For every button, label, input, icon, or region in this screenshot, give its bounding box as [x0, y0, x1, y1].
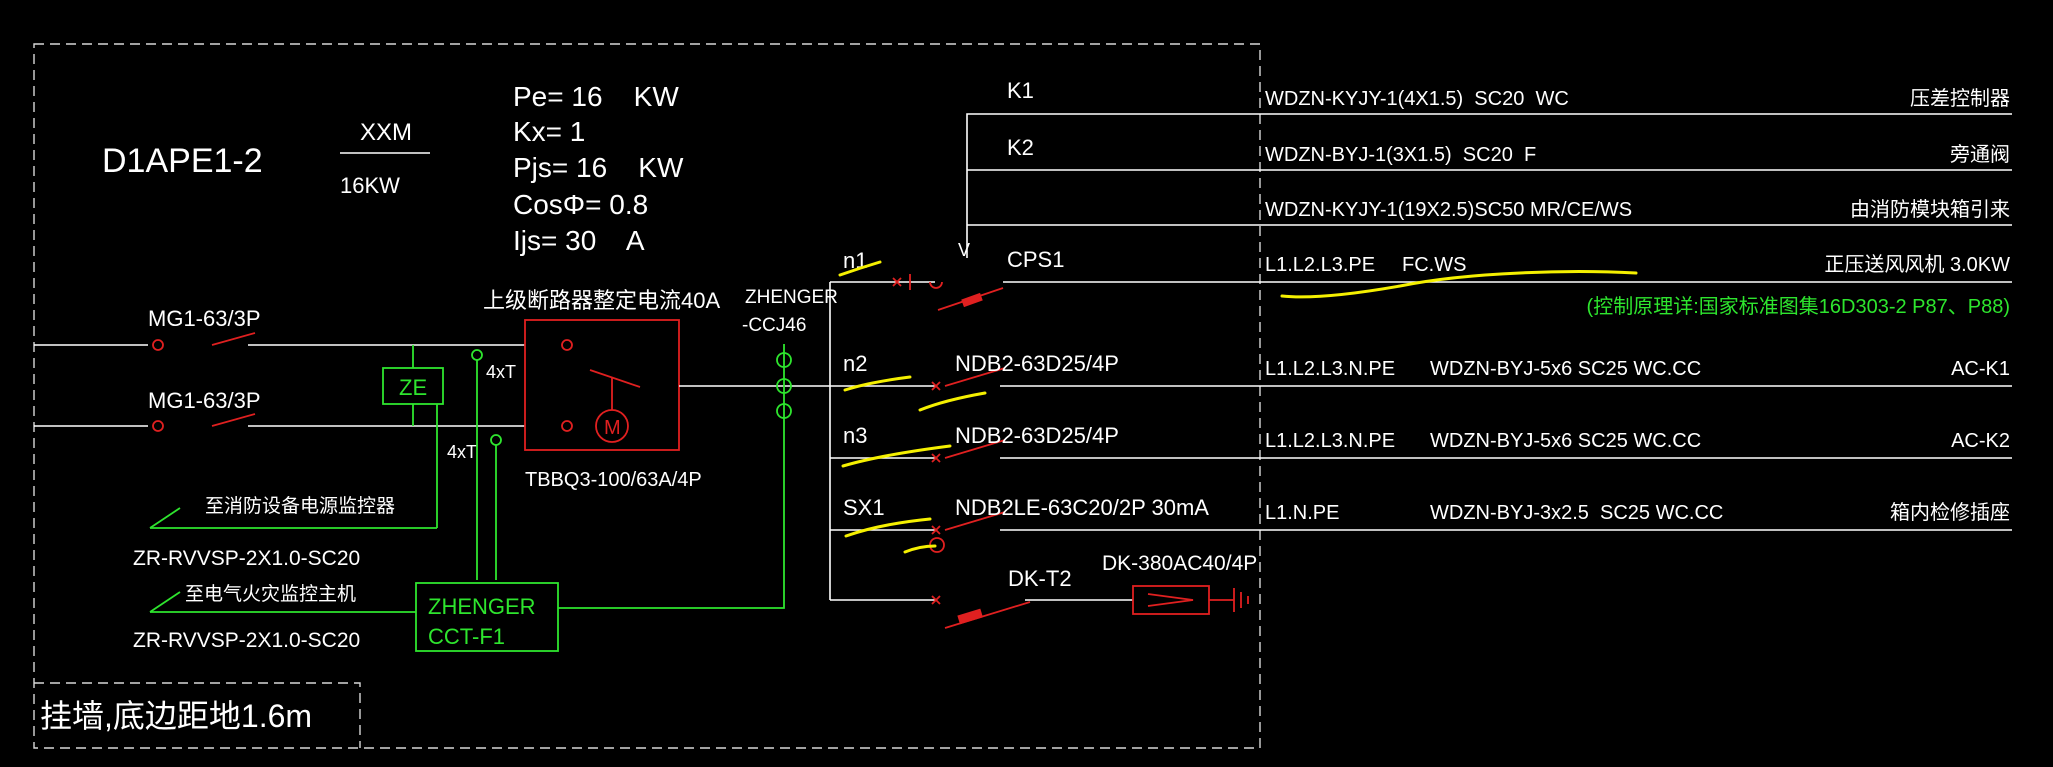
ats-contact-1 — [561, 339, 573, 351]
monitor-box-line2: CCT-F1 — [428, 624, 505, 649]
surge-x-b — [931, 595, 941, 605]
circuit-n3-phase: L1.L2.L3.N.PE — [1265, 430, 1395, 452]
circuit-n2-cable: WDZN-BYJ-5x6 SC25 WC.CC — [1430, 358, 1701, 380]
markup-stroke-n3 — [841, 444, 952, 468]
spd-monitor-wire — [558, 418, 785, 609]
ct-a-icon — [471, 349, 483, 361]
sx1-blade — [944, 511, 1006, 531]
n2-x-b — [931, 381, 941, 391]
ats-motor-icon — [595, 409, 629, 443]
circuit-n2-id: n2 — [843, 351, 867, 376]
markup-stroke-sx1b — [903, 544, 937, 554]
circuit-n3-cable: WDZN-BYJ-5x6 SC25 WC.CC — [1430, 430, 1701, 452]
circuit-sx1-id: SX1 — [843, 495, 885, 520]
surge-blade — [944, 601, 1031, 629]
circuit-sx1-phase: L1.N.PE — [1265, 502, 1339, 524]
ct-b-icon — [490, 434, 502, 446]
n2-blade — [944, 367, 1006, 387]
breaker-2-blade — [211, 413, 256, 427]
ats-note: 上级断路器整定电流40A — [483, 288, 720, 313]
markup-stroke-sx1 — [844, 517, 932, 538]
ats-blade — [589, 369, 641, 388]
signal-1-cable: ZR-RVVSP-2X1.0-SC20 — [133, 547, 360, 570]
circuit-n1-load: 正压送风风机 3.0KW — [1824, 253, 2010, 276]
circuit-k2-load: 旁通阀 — [1950, 143, 2010, 166]
incoming-breaker-1-label: MG1-63/3P — [148, 306, 261, 331]
markup-stroke-n1 — [838, 260, 882, 277]
markup-stroke-fc — [1280, 270, 1638, 299]
surge-arrester-glyph — [1147, 593, 1194, 607]
circuit-n1-breaker: CPS1 — [1007, 247, 1064, 272]
circuit-sx1-cable: WDZN-BYJ-3x2.5 SC25 WC.CC — [1430, 502, 1723, 524]
ats-motor-glyph: M — [604, 417, 621, 439]
surge-switch-label: DK-T2 — [1008, 566, 1072, 591]
param-pe: Pe= 16 KW — [513, 81, 679, 112]
fire-module-cable: WDZN-KYJY-1(19X2.5)SC50 MR/CE/WS — [1265, 199, 1632, 221]
circuit-k1-load: 压差控制器 — [1910, 87, 2010, 110]
surge-arrester-box — [1132, 585, 1210, 615]
monitor-box — [415, 582, 559, 652]
param-ijs: Ijs= 30 A — [513, 225, 645, 256]
param-cos: CosΦ= 0.8 — [513, 189, 648, 220]
surge-fuse-icon — [957, 608, 983, 625]
xxm-label: XXM — [360, 119, 412, 146]
circuit-n2-phase: L1.L2.L3.N.PE — [1265, 358, 1395, 380]
signal-2-cable: ZR-RVVSP-2X1.0-SC20 — [133, 629, 360, 652]
spd-label: ZHENGER — [745, 287, 838, 308]
ats-contact-2 — [561, 420, 573, 432]
mount-note: 挂墙,底边距地1.6m — [40, 698, 312, 734]
monitor-box-line1: ZHENGER — [428, 594, 536, 619]
markup-stroke-n2 — [843, 375, 912, 392]
n1-contact-b — [892, 277, 902, 287]
markup-stroke-n2b — [918, 391, 987, 412]
circuit-k1-id: K1 — [1007, 78, 1034, 103]
panel-boundary — [33, 43, 1261, 749]
circuit-n3-id: n3 — [843, 423, 867, 448]
circuit-k1-cable: WDZN-KYJY-1(4X1.5) SC20 WC — [1265, 88, 1569, 110]
circuit-n3-breaker: NDB2-63D25/4P — [955, 423, 1119, 448]
incoming-breaker-2-label: MG1-63/3P — [148, 388, 261, 413]
signal-2-dest: 至电气火灾监控主机 — [185, 583, 356, 605]
circuit-k2-cable: WDZN-BYJ-1(3X1.5) SC20 F — [1265, 144, 1536, 166]
param-kx: Kx= 1 — [513, 116, 585, 147]
signal-1-dest: 至消防设备电源监控器 — [205, 495, 395, 517]
v-mark: V — [958, 240, 970, 260]
panel-id: D1APE1-2 — [102, 142, 263, 180]
fire-power-monitor-slash — [149, 507, 181, 529]
surge-arrester-label: DK-380AC40/4P — [1102, 552, 1257, 575]
electrical-fire-slash — [149, 591, 181, 613]
ct-label-a: 4xT — [486, 362, 516, 382]
circuit-sx1-breaker: NDB2LE-63C20/2P 30mA — [955, 495, 1209, 520]
circuit-n1-cable: FC.WS — [1402, 254, 1466, 276]
circuit-sx1-load: 箱内检修插座 — [1890, 501, 2010, 524]
n3-x-b — [931, 453, 941, 463]
ats-box — [524, 319, 680, 451]
control-riser — [966, 113, 2012, 258]
ats-model: TBBQ3-100/63A/4P — [525, 469, 702, 491]
ct-label-b: 4xT — [447, 442, 477, 462]
mount-note-frame — [34, 682, 361, 748]
breaker-1-blade — [211, 332, 256, 346]
spd-model: -CCJ46 — [742, 315, 806, 336]
fire-module-load: 由消防模块箱引来 — [1850, 198, 2010, 221]
sx1-x-b — [931, 525, 941, 535]
ze-label: ZE — [399, 375, 427, 400]
circuit-n2-breaker: NDB2-63D25/4P — [955, 351, 1119, 376]
circuit-k2-id: K2 — [1007, 135, 1034, 160]
param-pjs: Pjs= 16 KW — [513, 152, 684, 183]
breaker-1-contact — [152, 339, 164, 351]
control-note: (控制原理详:国家标准图集16D303-2 P87、P88) — [1587, 295, 2010, 318]
circuit-n2-load: AC-K1 — [1951, 358, 2010, 380]
circuit-n1-phase: L1.L2.L3.PE — [1265, 254, 1375, 276]
n3-blade — [944, 439, 1006, 459]
breaker-2-contact — [152, 420, 164, 432]
n1-coil — [929, 281, 943, 289]
circuit-n3-load: AC-K2 — [1951, 430, 2010, 452]
panel-power: 16KW — [340, 173, 400, 198]
n1-thermal-icon — [961, 292, 983, 308]
